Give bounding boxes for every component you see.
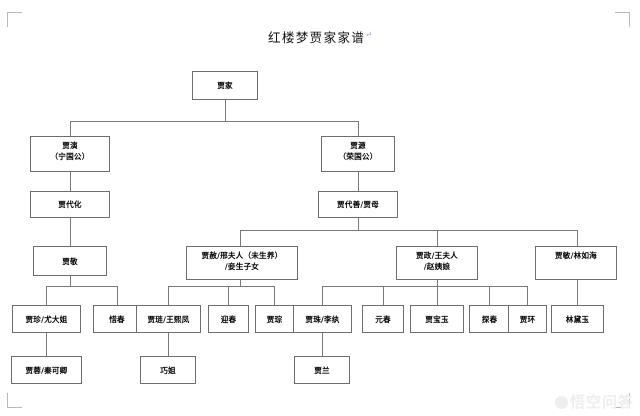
connector-root-bus <box>70 121 358 122</box>
page-corner-mark-top-right <box>615 12 630 27</box>
connector-jiazhen-to-jiarong <box>46 333 47 356</box>
node-jiajing[interactable]: 贾敬 <box>33 246 107 276</box>
node-jiayan[interactable]: 贾演 （宁国公） <box>30 136 110 172</box>
node-label: 贾敬 <box>62 256 78 266</box>
node-jiazheng[interactable]: 贾政/王夫人 /赵姨娘 <box>396 246 478 280</box>
node-jiazhen[interactable]: 贾珍/尤大姐 <box>12 305 81 333</box>
node-label: 惜春 <box>109 314 125 324</box>
node-jiarong[interactable]: 贾蓉/秦可卿 <box>11 356 82 384</box>
connector-to-jiahuan <box>527 286 528 305</box>
connector-jiajing-bus <box>46 286 117 287</box>
node-tanchun[interactable]: 探春 <box>469 305 510 333</box>
node-jiashe[interactable]: 贾赦/邢夫人（未生养） /妾生子女 <box>186 246 298 280</box>
node-label: 贾珍/尤大姐 <box>25 314 68 324</box>
node-label: 贾政/王夫人 <box>416 251 458 260</box>
node-label: 贾琏/王熙凤 <box>147 314 190 324</box>
node-label: 巧姐 <box>160 365 176 375</box>
connector-jiazhu-to-jialan <box>322 333 323 356</box>
connector-to-jialian <box>168 286 169 305</box>
connector-to-yingchun <box>228 286 229 305</box>
page-corner-mark-top-left <box>7 12 22 27</box>
node-lindaiyu[interactable]: 林黛玉 <box>551 305 604 333</box>
node-label-line2: /妾生子女 <box>224 262 260 271</box>
page-corner-mark-bottom-right <box>615 393 630 408</box>
connector-to-jiazhen <box>46 286 47 305</box>
connector-to-yuanchun <box>383 286 384 305</box>
node-jiabaoyu[interactable]: 贾宝玉 <box>410 305 464 333</box>
node-label: 贾演 <box>62 141 78 150</box>
node-jiazhu[interactable]: 贾珠/李纨 <box>293 305 352 333</box>
node-label: 探春 <box>481 314 498 324</box>
document-title: 红楼梦贾家家谱↵ <box>0 27 640 46</box>
node-label: 贾宝玉 <box>425 314 449 324</box>
connector-to-jiamin <box>577 230 578 246</box>
connector-to-jiayuan <box>358 121 359 136</box>
connector-jiayan-to-jiadaihua <box>70 172 71 191</box>
node-label: 贾赦/邢夫人（未生养） <box>201 251 283 260</box>
node-jiadaihua[interactable]: 贾代化 <box>30 191 110 218</box>
connector-jiayuan-to-jiadaishan <box>358 172 359 191</box>
connector-to-jiacong <box>274 286 275 305</box>
connector-jiadaishan-bus <box>240 230 577 231</box>
node-label: 贾珠/李纨 <box>305 314 340 324</box>
node-label-line2: （宁国公） <box>50 152 90 161</box>
connector-jiadaihua-to-jiajing <box>70 218 71 246</box>
connector-jiadaishan-down <box>358 218 359 230</box>
node-label: 贾家 <box>217 81 233 90</box>
node-yingchun[interactable]: 迎春 <box>208 305 249 333</box>
node-jiahuan[interactable]: 贾环 <box>508 305 547 333</box>
node-jiamin[interactable]: 贾敏/林如海 <box>535 246 617 280</box>
paragraph-mark-icon: ↵ <box>365 29 372 39</box>
connector-jiajing-down <box>70 276 71 286</box>
node-jiadaishan[interactable]: 贾代善/贾母 <box>318 191 398 218</box>
connector-jiazheng-bus <box>322 286 527 287</box>
connector-jialian-to-qiaojie <box>168 333 169 356</box>
node-label: 贾代化 <box>58 200 82 209</box>
watermark-text: 悟空问答 <box>569 393 634 411</box>
connector-to-jiashe <box>240 230 241 246</box>
watermark-logo-icon <box>554 396 568 409</box>
connector-to-jiazheng <box>437 230 438 246</box>
node-xichun[interactable]: 惜春 <box>93 305 141 333</box>
connector-to-jiayan <box>70 121 71 136</box>
connector-root-down <box>225 100 226 121</box>
node-label: 迎春 <box>220 314 237 324</box>
node-label: 贾环 <box>519 314 536 324</box>
node-qiaojie[interactable]: 巧姐 <box>140 356 196 384</box>
connector-jiazheng-down <box>437 280 438 286</box>
node-label: 贾琮 <box>266 314 283 324</box>
watermark: 悟空问答 <box>554 391 634 412</box>
connector-to-tanchun <box>489 286 490 305</box>
node-jialan[interactable]: 贾兰 <box>294 356 350 384</box>
node-jiacong[interactable]: 贾琮 <box>255 305 294 333</box>
node-label: 贾敏/林如海 <box>555 251 597 260</box>
node-label: 贾源 <box>350 141 366 150</box>
node-label: 贾兰 <box>314 365 330 375</box>
node-jiajia[interactable]: 贾家 <box>192 71 258 100</box>
connector-to-xichun <box>117 286 118 305</box>
node-jiayuan[interactable]: 贾源 （荣国公） <box>321 136 395 172</box>
connector-to-jiazhu <box>322 286 323 305</box>
connector-to-jiabaoyu <box>437 286 438 305</box>
node-yuanchun[interactable]: 元春 <box>362 305 404 333</box>
connector-jiamin-to-lindaiyu <box>577 280 578 305</box>
node-label: 贾代善/贾母 <box>337 200 379 209</box>
connector-jiashe-down <box>240 280 241 286</box>
node-label: 贾蓉/秦可卿 <box>25 365 68 375</box>
connector-jiashe-bus <box>168 286 274 287</box>
document-title-text: 红楼梦贾家家谱 <box>267 30 366 45</box>
node-label-line2: /赵姨娘 <box>423 262 451 271</box>
node-label-line2: （荣国公） <box>338 152 378 161</box>
page-corner-mark-bottom-left <box>7 393 22 408</box>
node-jialian[interactable]: 贾琏/王熙凤 <box>136 305 201 333</box>
node-label: 林黛玉 <box>565 314 590 324</box>
node-label: 元春 <box>375 314 391 324</box>
